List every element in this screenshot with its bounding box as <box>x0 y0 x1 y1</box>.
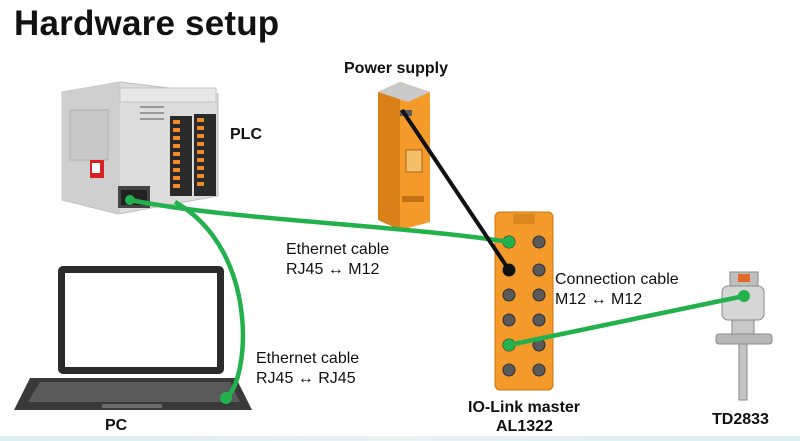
laptop-icon <box>14 266 252 410</box>
cable-label-pc-plc: Ethernet cable RJ45 ↔ RJ45 <box>256 349 359 389</box>
ethernet-cable-plc-master <box>125 195 515 248</box>
cable-connectors: M12 ↔ M12 <box>555 291 643 308</box>
plc-icon <box>61 81 219 215</box>
temperature-sensor-icon <box>715 271 773 401</box>
page-title: Hardware setup <box>14 4 280 43</box>
power-cable <box>400 108 515 276</box>
io-link-master-icon <box>494 211 554 391</box>
cable-connectors: RJ45 ↔ RJ45 <box>256 370 356 387</box>
cable-connectors: RJ45 ↔ M12 <box>286 261 380 278</box>
ethernet-cable-pc-plc <box>173 200 246 404</box>
cable-label-plc-master: Ethernet cable RJ45 ↔ M12 <box>286 240 389 280</box>
connection-cable-master-sensor <box>503 290 750 351</box>
io-link-master-model-label: AL1322 <box>496 418 553 435</box>
plc-label: PLC <box>230 126 262 143</box>
footer-bar <box>0 436 800 441</box>
power-supply-icon <box>378 82 430 230</box>
io-link-master-label: IO-Link master <box>468 399 581 416</box>
cable-type: Connection cable <box>555 271 679 288</box>
sensor-label: TD2833 <box>712 411 769 428</box>
power-supply-label: Power supply <box>344 60 449 77</box>
pc-label: PC <box>105 417 128 434</box>
cable-type: Ethernet cable <box>286 241 390 258</box>
cable-type: Ethernet cable <box>256 350 360 367</box>
cable-label-master-sensor: Connection cable M12 ↔ M12 <box>555 270 679 310</box>
